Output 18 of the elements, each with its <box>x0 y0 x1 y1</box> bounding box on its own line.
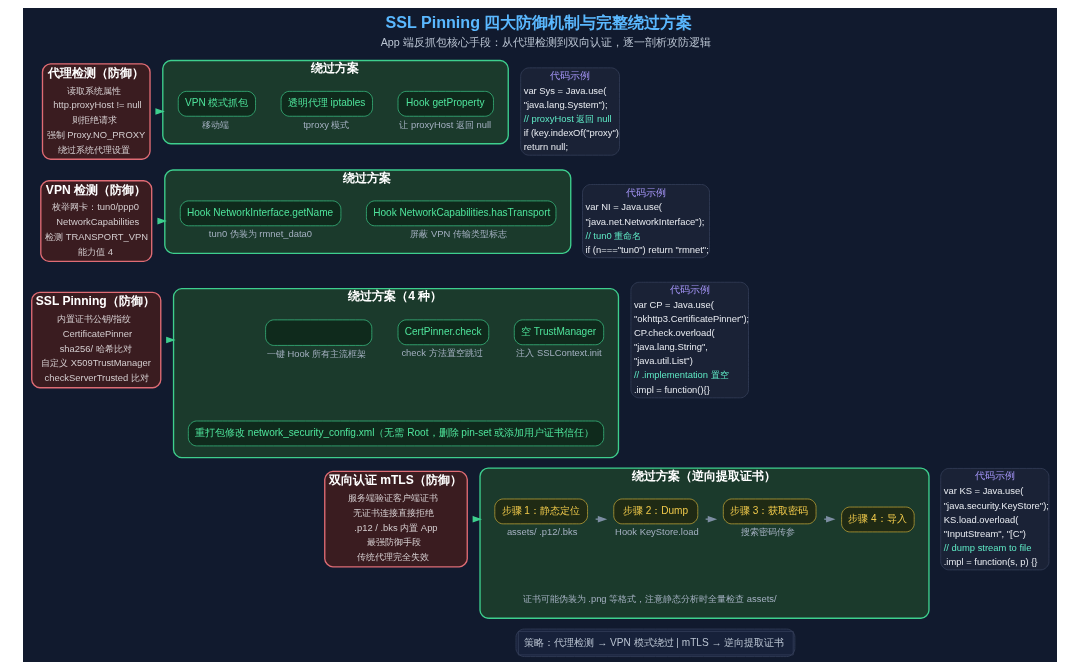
node-label: 搜索密码传参 <box>740 526 795 538</box>
node-label: 让 proxyHost 返回 null <box>399 118 492 130</box>
node-label: 移动端 <box>202 118 230 130</box>
caption: App 端反抓包核心手段：从代理检测到双向认证，逐一剖析攻防逻辑 <box>380 36 711 49</box>
label: 策略：代理检测 → VPN 模式绕过 | mTLS → 逆向提取证书 <box>524 636 785 648</box>
node-label: Hook KeyStore.load <box>615 526 699 538</box>
arrow <box>704 515 718 523</box>
arrow <box>823 515 836 523</box>
node-label: tun0 伪装为 rmnet_data0 <box>208 228 313 240</box>
node-label: 屏蔽 VPN 传输类型标志 <box>410 228 507 240</box>
node-label: tproxy 模式 <box>303 118 350 130</box>
node-label: assets/ .p12/.bks <box>506 526 578 538</box>
node-label: 一键 Hook 所有主流框架 <box>266 347 367 359</box>
arrow <box>594 515 608 523</box>
label: 证书可能伪装为 .png 等格式，注意静态分析时全量检查 assets/ <box>522 592 777 604</box>
node-label: check 方法置空跳过 <box>401 347 483 359</box>
diagram-title: SSL Pinning 四大防御机制与完整绕过方案 <box>385 13 693 32</box>
node-label: 注入 SSLContext.init <box>516 347 602 359</box>
